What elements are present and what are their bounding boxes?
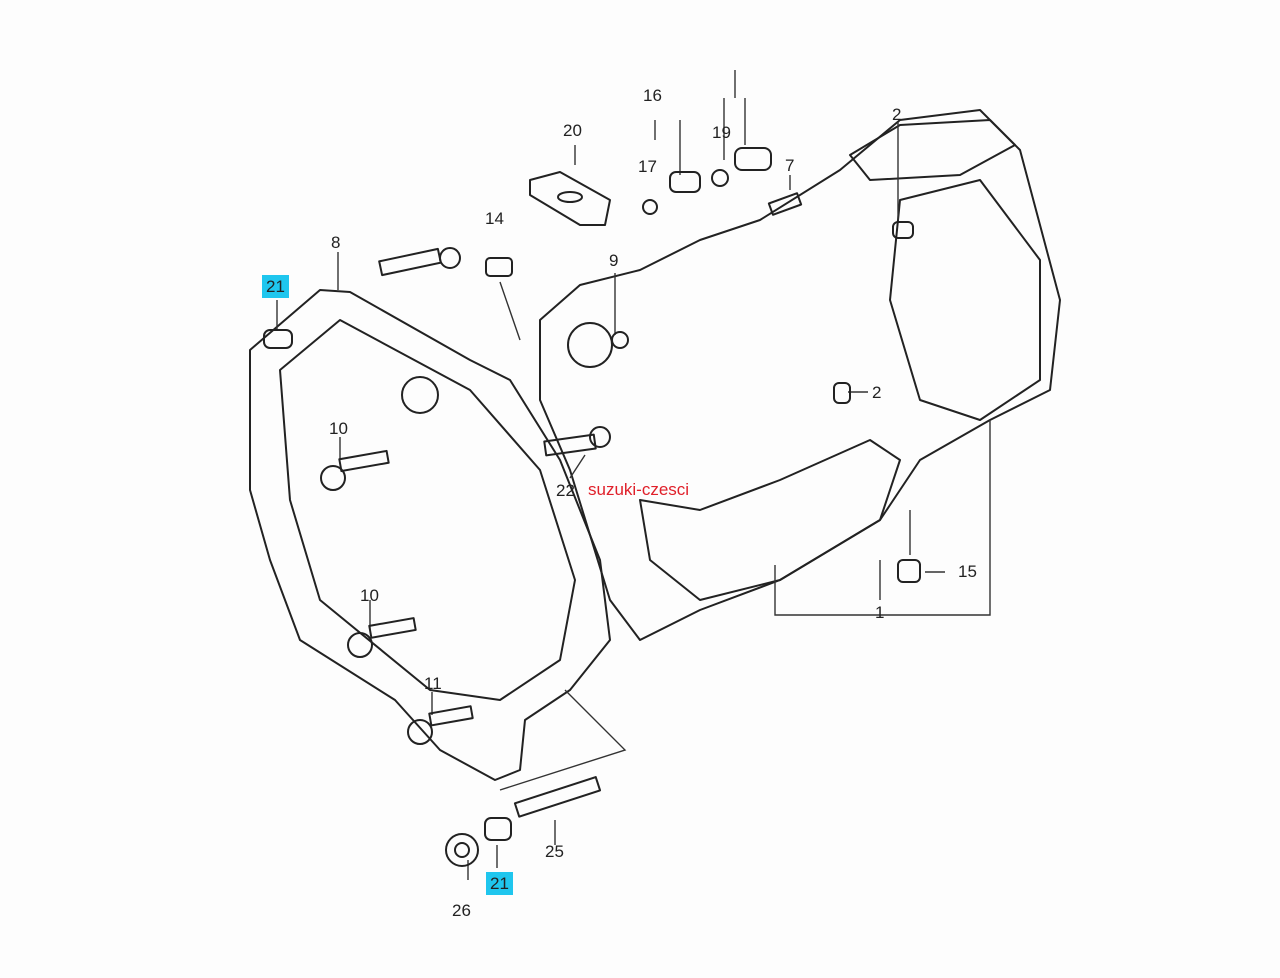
bolt-10b (347, 617, 417, 658)
bolt-7 (767, 192, 803, 216)
switch-18 (711, 147, 772, 187)
nut-26 (445, 833, 479, 867)
label-2-top: 2 (892, 105, 902, 124)
leader-lines (276, 70, 991, 880)
case-front-bore (567, 322, 613, 368)
dowel-2 (833, 221, 914, 404)
transmission-case (539, 109, 1061, 641)
dowel-9 (611, 331, 629, 349)
bolt-10a (320, 449, 390, 491)
dowel-21b (484, 817, 512, 841)
case-top-flange (849, 119, 1016, 181)
case-rear-flange (889, 179, 1041, 421)
label-22: 22 (556, 481, 575, 500)
label-25: 25 (545, 842, 564, 861)
watermark: suzuki-czesci (588, 480, 690, 499)
bell-housing (249, 289, 611, 781)
bolt-8 (378, 247, 461, 277)
drain-plug-15 (897, 559, 921, 583)
case-lower-body (639, 439, 901, 601)
label-11: 11 (424, 674, 442, 693)
dowel-21a (263, 329, 293, 349)
label-7: 7 (785, 156, 795, 175)
label-8: 8 (331, 233, 341, 252)
bell-housing-inner (279, 319, 576, 701)
label-14: 14 (485, 209, 504, 228)
plate-20 (529, 171, 611, 226)
bolt-22 (543, 426, 611, 457)
label-21-highlighted: 21 (262, 275, 289, 298)
label-10-upper: 10 (329, 419, 348, 438)
bearing-bore (401, 376, 439, 414)
label-26: 26 (452, 901, 471, 920)
label-2-mid: 2 (872, 383, 882, 402)
label-16: 16 (643, 86, 662, 105)
label-20: 20 (563, 121, 582, 140)
stud-25 (513, 776, 602, 818)
label-1: 1 (875, 603, 885, 622)
label-15: 15 (958, 562, 977, 581)
label-17: 17 (638, 157, 657, 176)
plug-14 (485, 257, 513, 277)
label-21-highlighted-bottom: 21 (486, 872, 513, 895)
switch-16 (642, 171, 701, 215)
label-19: 19 (712, 123, 731, 142)
label-10-lower: 10 (360, 586, 379, 605)
label-9: 9 (609, 251, 619, 270)
bolt-11 (407, 705, 474, 745)
